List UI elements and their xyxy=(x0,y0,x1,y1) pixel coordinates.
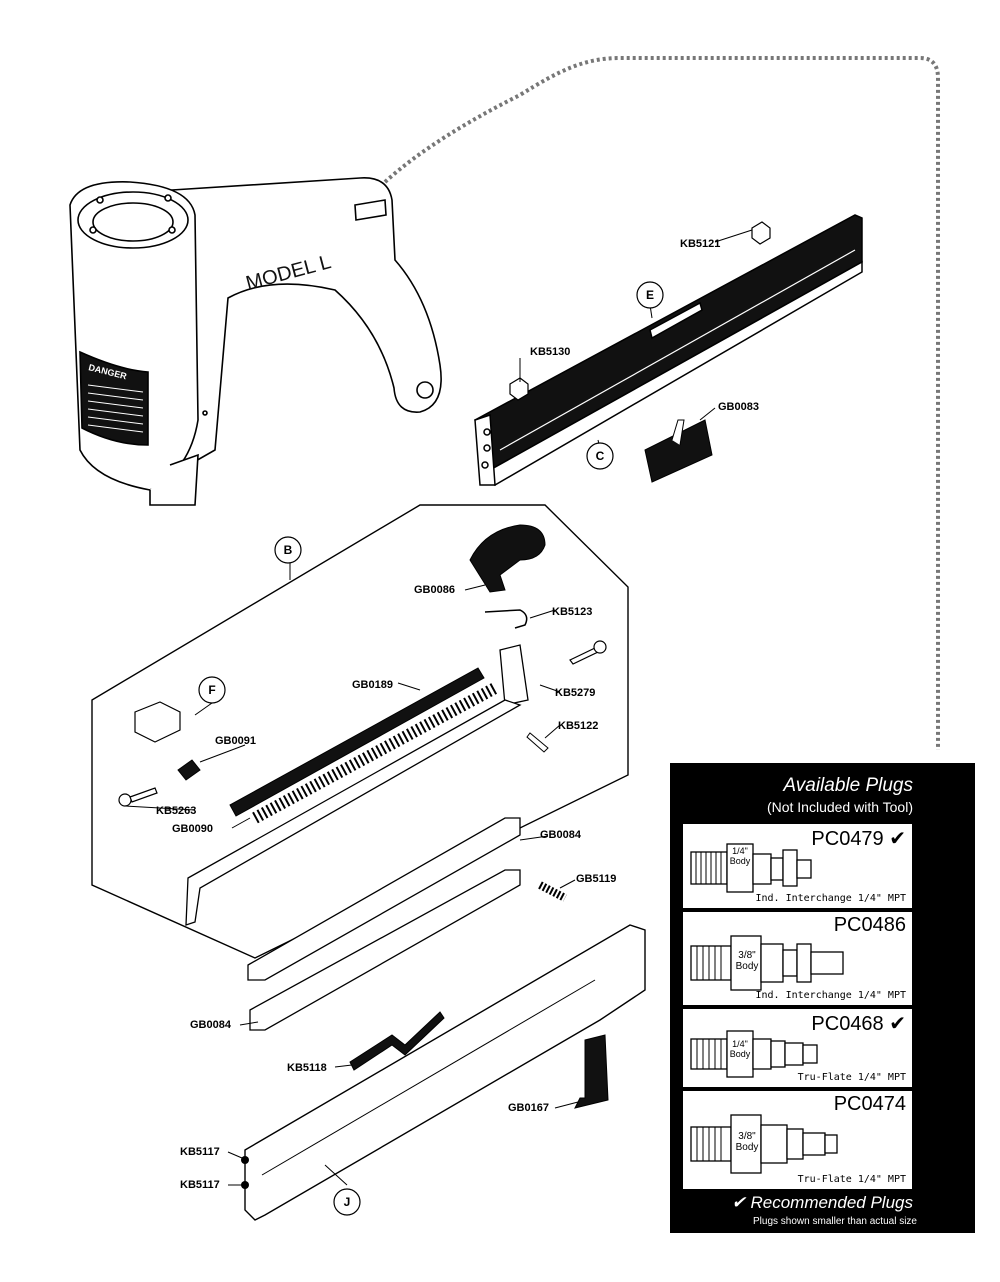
plugs-title: Available Plugs xyxy=(783,775,913,796)
hook-gb0086 xyxy=(469,524,546,593)
bracket-f xyxy=(134,701,181,743)
nut-kb5121 xyxy=(751,221,771,245)
pin-kb5122 xyxy=(526,732,549,753)
danger-label-text-lines xyxy=(87,384,144,433)
magazine-top-assembly xyxy=(474,214,863,487)
label-gb0084-upper: GB0084 xyxy=(540,829,582,841)
label-gb0090: GB0090 xyxy=(172,823,213,835)
label-kb5130: KB5130 xyxy=(530,346,570,358)
tool-body xyxy=(69,177,442,506)
screw-kb5117-b xyxy=(241,1181,249,1189)
rod-gb0189 xyxy=(229,667,485,817)
plug-pc0474-icon xyxy=(690,1114,838,1174)
latch-hook xyxy=(671,419,685,446)
callout-f: F xyxy=(198,676,226,704)
label-kb5263: KB5263 xyxy=(156,805,196,817)
plug-card-pc0479: PC0479 ✔ 1/4"Body Ind. Interchange 1/4" … xyxy=(682,823,913,909)
plug-description: Tru-Flate 1/4" MPT xyxy=(797,1174,906,1185)
magazine-j xyxy=(244,924,646,1221)
label-kb5122: KB5122 xyxy=(558,720,598,732)
spring-clip-kb5123 xyxy=(484,609,528,629)
label-kb5279: KB5279 xyxy=(555,687,595,699)
label-gb0083: GB0083 xyxy=(718,401,759,413)
plug-body-size: 1/4"Body xyxy=(729,846,751,866)
svg-text:B: B xyxy=(284,543,293,557)
svg-text:F: F xyxy=(208,683,215,697)
screw-kb5117-a xyxy=(241,1156,249,1164)
callout-c: C xyxy=(586,442,614,470)
spring-plate-kb5118 xyxy=(349,1011,445,1071)
channel-gb0084-upper xyxy=(247,817,521,1031)
spring-gb0090 xyxy=(252,682,498,824)
label-gb0167: GB0167 xyxy=(508,1102,549,1114)
label-gb0091: GB0091 xyxy=(215,735,256,747)
screw-kb5279 xyxy=(569,640,607,665)
label-kb5117-a: KB5117 xyxy=(180,1146,220,1158)
plug-pc0468-icon xyxy=(690,1030,818,1078)
label-kb5121: KB5121 xyxy=(680,238,720,250)
group-b-outline xyxy=(91,504,629,959)
plugs-size-note: Plugs shown smaller than actual size xyxy=(753,1216,917,1227)
plug-card-pc0474: PC0474 3/8"Body Tru-Flate 1/4" MPT xyxy=(682,1090,913,1190)
recommended-plugs-note: ✔ Recommended Plugs xyxy=(731,1193,914,1212)
plug-description: Ind. Interchange 1/4" MPT xyxy=(755,990,906,1001)
plugs-subtitle: (Not Included with Tool) xyxy=(766,799,913,815)
leader-lines xyxy=(124,229,753,1186)
plug-description: Tru-Flate 1/4" MPT xyxy=(797,1072,906,1083)
plug-card-pc0468: PC0468 ✔ 1/4"Body Tru-Flate 1/4" MPT xyxy=(682,1008,913,1088)
latch-gb0083 xyxy=(644,419,713,483)
plug-pc0479-icon xyxy=(690,843,812,893)
label-gb0189: GB0189 xyxy=(352,679,393,691)
plug-body-size: 1/4"Body xyxy=(729,1039,751,1059)
plug-body-size: 3/8"Body xyxy=(735,950,759,972)
label-kb5123: KB5123 xyxy=(552,606,592,618)
plug-code: PC0474 xyxy=(833,1093,906,1115)
label-gb0084-lower: GB0084 xyxy=(190,1019,232,1031)
spring-gb5119 xyxy=(538,881,567,902)
sleeve-gb0091 xyxy=(177,759,201,781)
callout-b: B xyxy=(274,536,302,564)
plug-body-size: 3/8"Body xyxy=(735,1131,759,1153)
follower-rail xyxy=(185,699,522,926)
callout-j: J xyxy=(333,1188,361,1216)
label-gb5119: GB5119 xyxy=(576,873,616,885)
label-kb5118: KB5118 xyxy=(287,1062,327,1074)
plate-gb0167 xyxy=(574,1034,609,1109)
plug-card-pc0486: PC0486 3/8"Body Ind. Interchange 1/4" MP… xyxy=(682,911,913,1006)
svg-text:E: E xyxy=(646,288,654,302)
callout-e: E xyxy=(636,281,664,309)
air-connection-dotted-line xyxy=(383,56,940,750)
follower-bracket xyxy=(499,644,529,706)
svg-text:C: C xyxy=(596,449,605,463)
label-kb5117-b: KB5117 xyxy=(180,1179,220,1191)
plug-pc0486-icon xyxy=(690,935,844,991)
plug-code: PC0486 xyxy=(833,914,906,936)
available-plugs-panel: Available Plugs (Not Included with Tool)… xyxy=(670,763,975,1233)
label-gb0086: GB0086 xyxy=(414,584,455,596)
plug-code: PC0479 ✔ xyxy=(811,828,906,850)
plug-description: Ind. Interchange 1/4" MPT xyxy=(755,893,906,904)
screw-kb5263 xyxy=(118,787,158,807)
plug-code: PC0468 ✔ xyxy=(811,1013,906,1035)
svg-text:J: J xyxy=(344,1195,351,1209)
